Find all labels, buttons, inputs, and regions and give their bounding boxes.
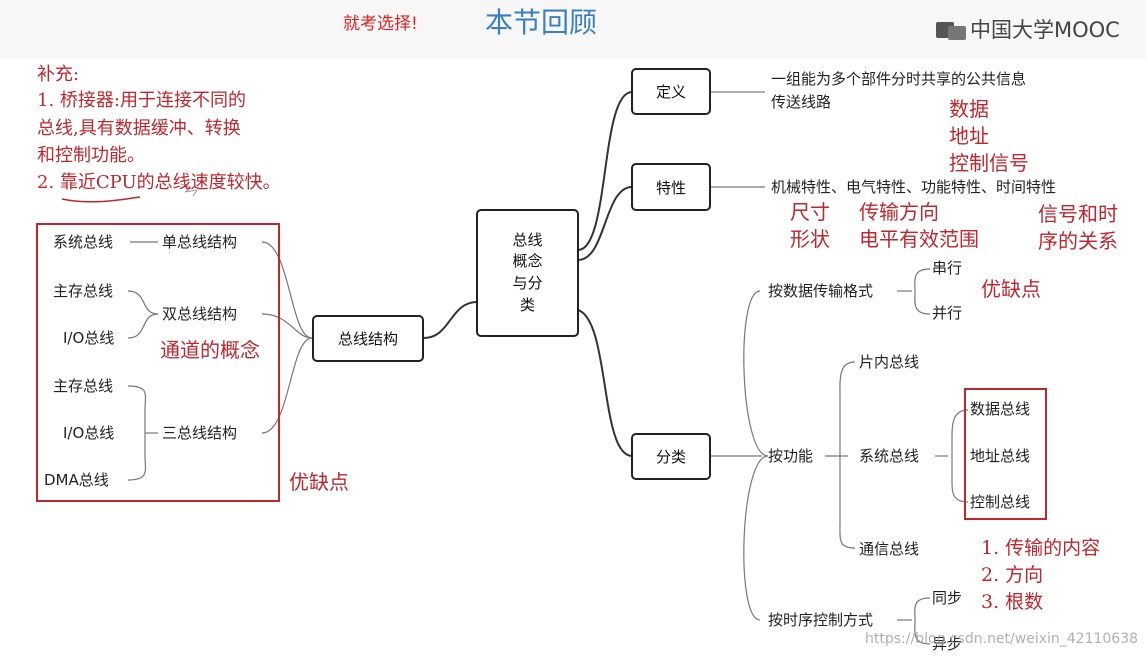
function-note: 2. 方向 [981, 564, 1044, 586]
supplement-line: 总线,具有数据缓冲、转换 [37, 118, 241, 139]
characteristics-note: 尺寸 [790, 200, 830, 224]
definition-note: 数据 [949, 97, 989, 121]
header-note: 就考选择! [343, 14, 418, 34]
definition-label: 定义 [655, 83, 686, 101]
system-address-bus: 地址总线 [970, 447, 1031, 465]
structure-bus: I/O总线 [63, 424, 115, 442]
structure-node[interactable]: 总线结构 [312, 315, 424, 362]
center-node-label: 总线 概念 与分 类 [512, 230, 543, 314]
structure-bus: 主存总线 [53, 377, 114, 395]
format-parallel: 并行 [932, 304, 963, 322]
function-system: 系统总线 [859, 447, 920, 465]
structure-type: 双总线结构 [162, 305, 238, 323]
system-data-bus: 数据总线 [970, 400, 1031, 418]
class-by-format: 按数据传输格式 [768, 282, 874, 300]
classification-node[interactable]: 分类 [631, 433, 711, 480]
definition-text: 一组能为多个部件分时共享的公共信息 [771, 70, 1027, 88]
structure-note: 通道的概念 [160, 338, 260, 362]
function-note: 1. 传输的内容 [981, 537, 1101, 559]
brand-name: 中国大学MOOC [970, 17, 1120, 42]
definition-text-cont: 传送线路 [771, 93, 832, 111]
classification-label: 分类 [655, 448, 686, 466]
brand-logo: 中国大学MOOC [936, 18, 1120, 42]
watermark: https://blog.csdn.net/weixin_42110638 [865, 631, 1139, 647]
class-by-timing: 按时序控制方式 [768, 611, 874, 629]
function-comm: 通信总线 [859, 540, 920, 558]
structure-highlight-box [36, 223, 280, 502]
definition-node[interactable]: 定义 [631, 68, 711, 115]
supplement-line: 和控制功能。 [37, 145, 145, 166]
characteristics-note: 传输方向 [859, 200, 939, 224]
structure-bus: DMA总线 [44, 471, 109, 489]
characteristics-note: 信号和时 [1038, 202, 1118, 226]
characteristics-node[interactable]: 特性 [631, 163, 711, 211]
system-bus-box [964, 388, 1047, 520]
structure-type: 三总线结构 [162, 424, 238, 442]
center-node[interactable]: 总线 概念 与分 类 [476, 209, 579, 337]
class-by-function: 按功能 [768, 447, 814, 465]
characteristics-note: 电平有效范围 [859, 227, 979, 251]
structure-bus: I/O总线 [63, 329, 115, 347]
system-control-bus: 控制总线 [970, 493, 1031, 511]
timing-async: 异步 [932, 635, 963, 653]
characteristics-note: 形状 [790, 227, 830, 251]
structure-pros-cons-note: 优缺点 [289, 470, 349, 494]
structure-bus: 主存总线 [53, 282, 114, 300]
supplement-line: 1. 桥接器:用于连接不同的 [37, 90, 246, 111]
timing-sync: 同步 [932, 589, 963, 607]
supplement-heading: 补充: [37, 64, 80, 85]
supplement-line: 2. 靠近CPU的总线速度较快。 [37, 172, 281, 193]
mooc-logo-icon [936, 18, 966, 42]
definition-note: 地址 [949, 124, 989, 148]
structure-label: 总线结构 [337, 330, 398, 348]
structure-bus: 系统总线 [53, 233, 114, 251]
function-onchip: 片内总线 [859, 353, 920, 371]
characteristics-note: 序的关系 [1038, 229, 1118, 253]
format-note: 优缺点 [981, 277, 1041, 301]
characteristics-label: 特性 [655, 178, 686, 197]
characteristics-text: 机械特性、电气特性、功能特性、时间特性 [771, 178, 1057, 196]
function-note: 3. 根数 [981, 591, 1044, 613]
page-title: 本节回顾 [485, 6, 598, 39]
format-serial: 串行 [932, 259, 963, 277]
structure-type: 单总线结构 [162, 233, 238, 251]
definition-note: 控制信号 [949, 151, 1029, 175]
